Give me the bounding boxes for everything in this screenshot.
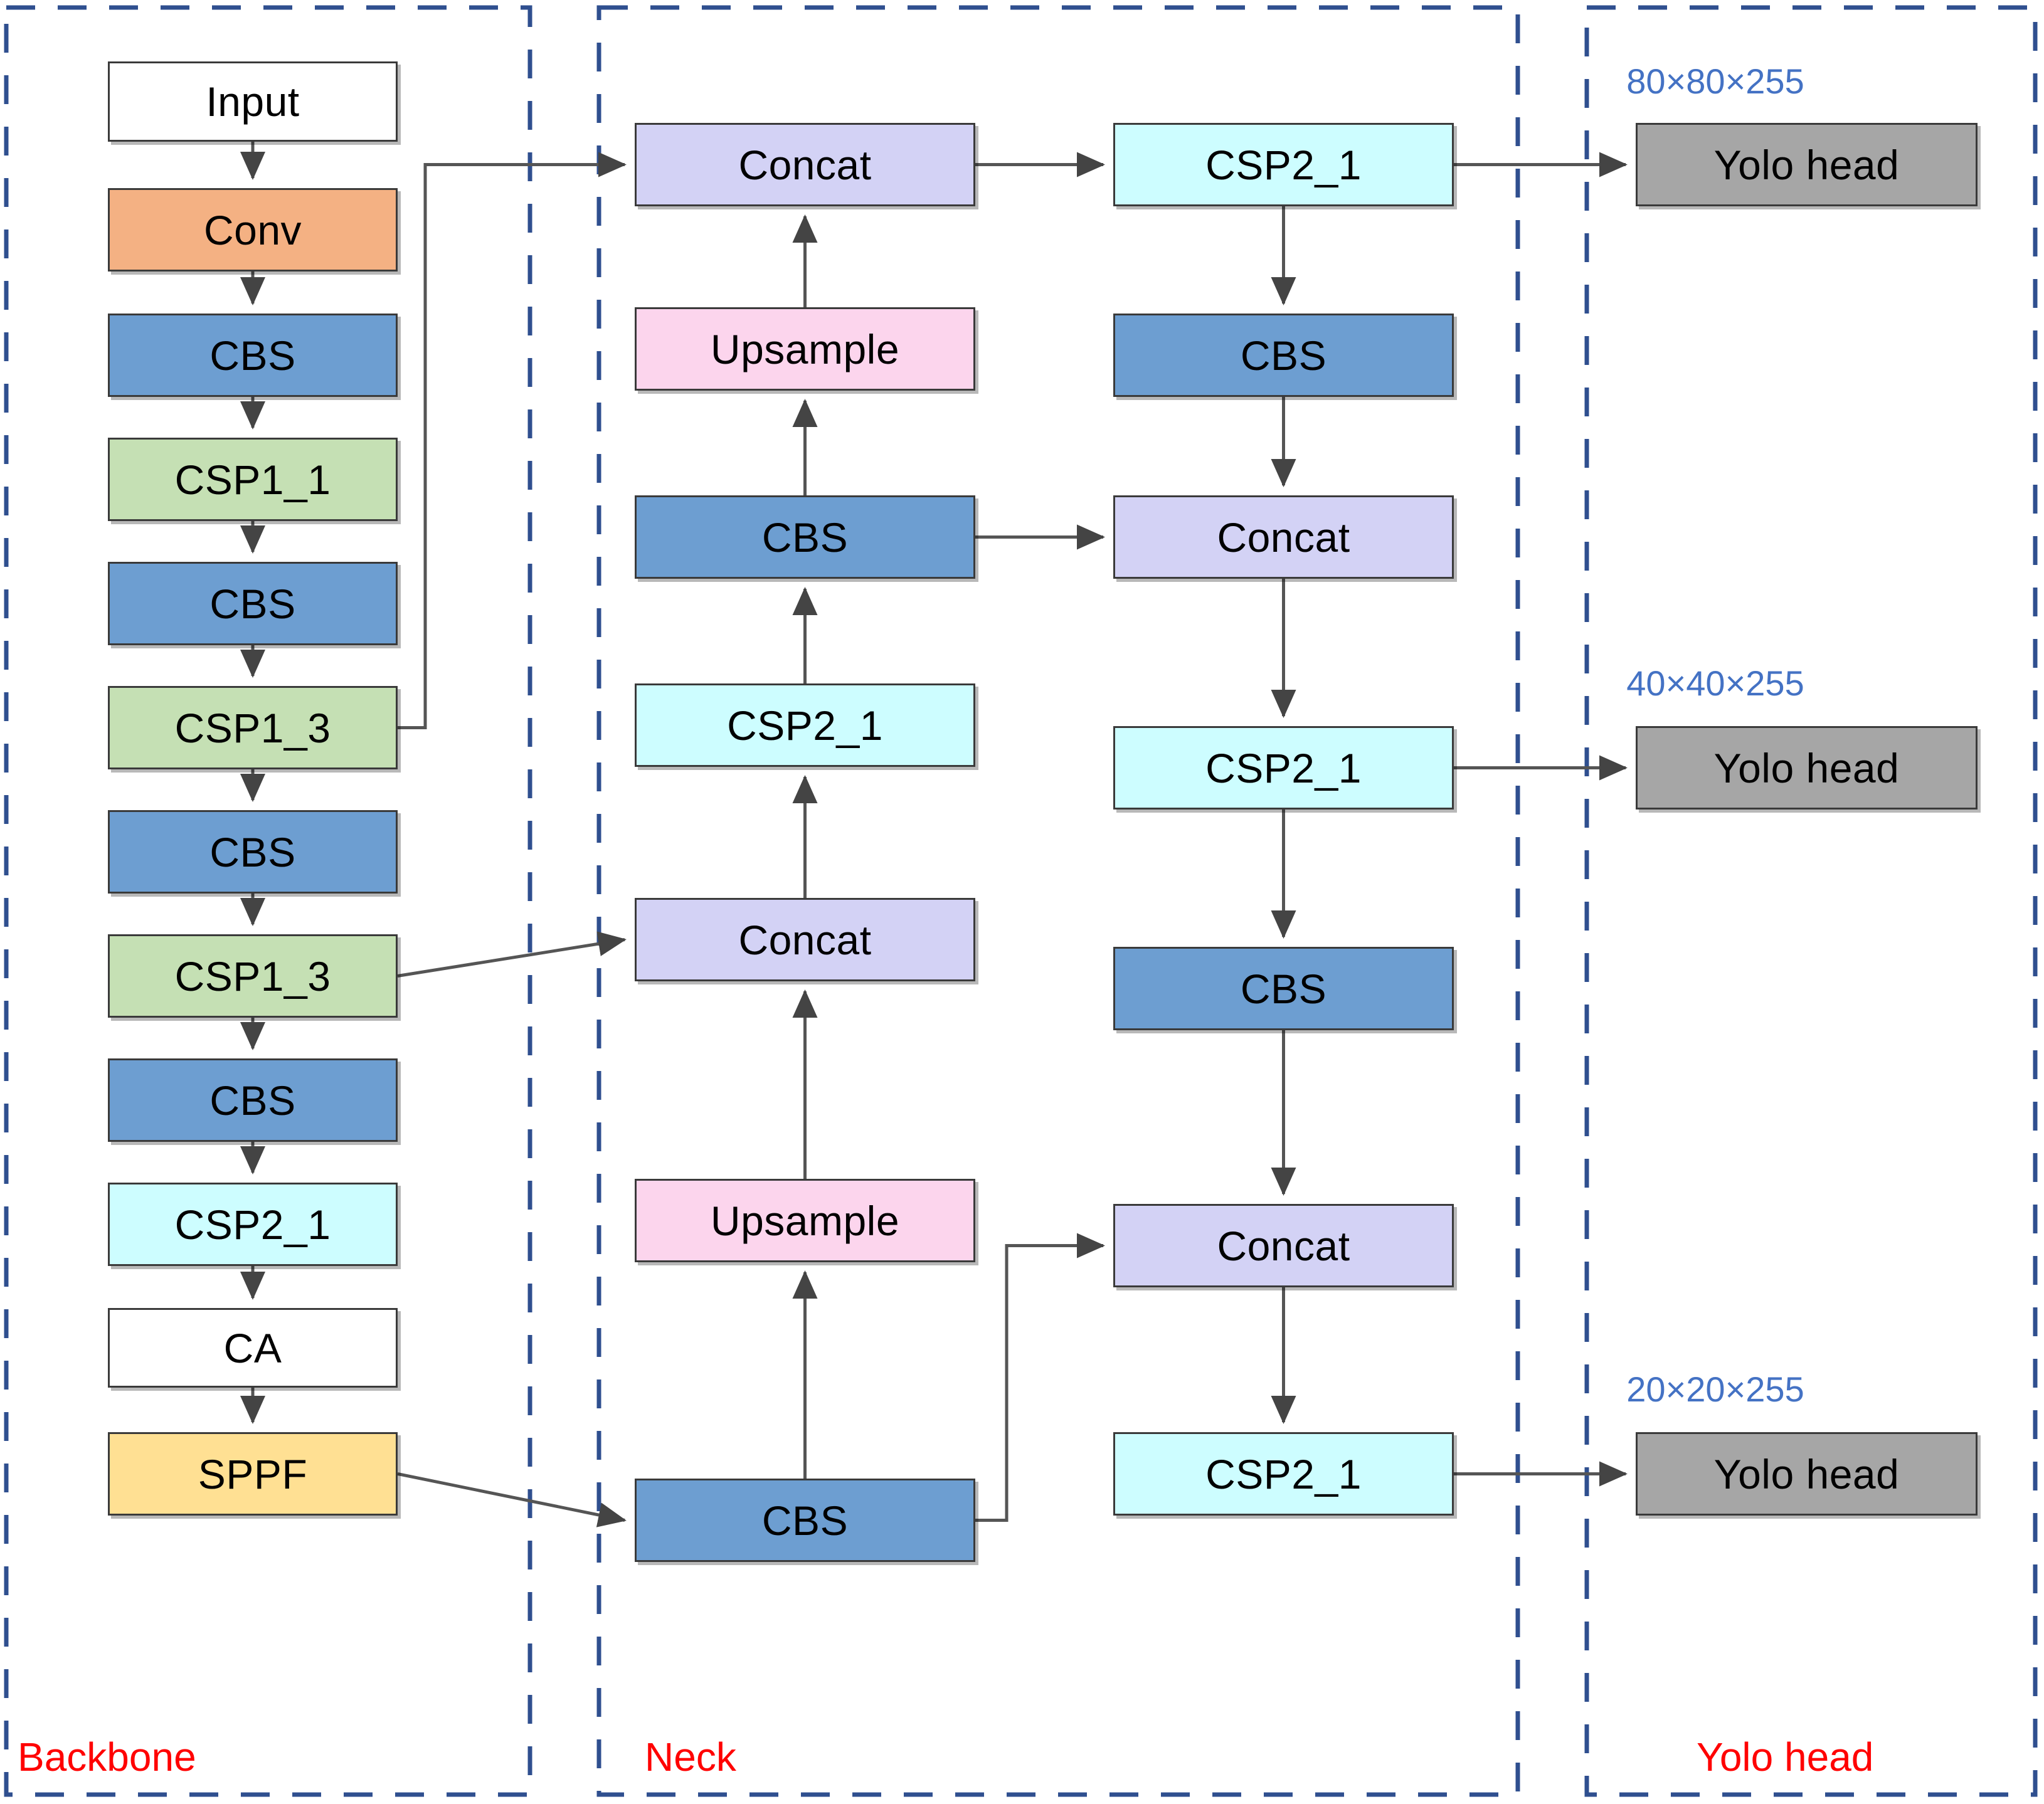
node-n_csp21b: CSP2_1 [1113,123,1454,206]
node-label: Yolo head [1713,1450,1900,1497]
node-b_cbs4: CBS [108,1058,398,1142]
node-label: Concat [1217,514,1350,561]
node-label: CSP1_3 [174,952,331,1000]
node-label: CBS [761,1497,849,1544]
node-label: CSP2_1 [174,1201,331,1248]
node-b_sppf: SPPF [108,1432,398,1516]
node-label: Concat [1217,1222,1350,1269]
group-label-backbone: Backbone [18,1734,196,1780]
node-label: CA [223,1324,282,1371]
node-b_cbs1: CBS [108,314,398,397]
node-label: Input [206,78,300,125]
node-n_cbs1: CBS [635,495,975,579]
node-label: Concat [738,916,872,963]
node-h_head2: Yolo head [1636,726,1978,810]
node-label: CSP2_1 [727,702,883,749]
group-label-neck: Neck [645,1734,736,1780]
output-dimension-label-dim2: 40×40×255 [1626,663,1804,703]
connector [397,931,627,978]
connector [397,1472,627,1527]
group-panel-neck [596,5,1520,1797]
node-h_head3: Yolo head [1636,1432,1978,1516]
node-n_csp21d: CSP2_1 [1113,1432,1454,1516]
connector [975,1233,1106,1522]
node-b_cbs2: CBS [108,562,398,645]
node-label: CBS [209,828,296,875]
group-panel-yolo_head [1584,5,2038,1797]
node-label: CBS [209,332,296,379]
node-label: Concat [738,141,872,188]
node-label: CBS [209,580,296,627]
node-n_concat4: Concat [1113,1204,1454,1287]
node-b_cbs3: CBS [108,810,398,894]
node-label: Yolo head [1713,744,1900,791]
node-label: CSP2_1 [1205,744,1362,791]
node-n_csp21: CSP2_1 [635,683,975,767]
output-dimension-label-dim1: 80×80×255 [1626,61,1804,101]
node-label: Conv [203,206,302,253]
node-label: Upsample [710,1197,900,1244]
node-label: CSP2_1 [1205,1450,1362,1497]
node-n_concat3: Concat [1113,495,1454,579]
node-label: CSP1_1 [174,456,331,503]
node-b_input: Input [108,61,398,142]
node-label: CBS [1240,332,1327,379]
group-label-yolo_head: Yolo head [1697,1734,1874,1780]
node-n_up2: Upsample [635,1179,975,1262]
node-n_cbs3: CBS [1113,314,1454,397]
node-label: CBS [761,514,849,561]
group-panel-backbone [4,5,532,1797]
node-b_ca: CA [108,1308,398,1388]
node-label: Upsample [710,325,900,372]
node-b_csp11: CSP1_1 [108,438,398,521]
output-dimension-label-dim3: 20×20×255 [1626,1369,1804,1409]
node-n_up1: Upsample [635,307,975,391]
node-label: CSP1_3 [174,704,331,751]
node-label: CBS [209,1077,296,1124]
connector [398,152,627,729]
node-h_head1: Yolo head [1636,123,1978,206]
node-b_csp21: CSP2_1 [108,1183,398,1266]
node-n_concat2: Concat [635,898,975,981]
node-label: SPPF [198,1450,308,1497]
node-b_csp13b: CSP1_3 [108,934,398,1018]
node-n_csp21c: CSP2_1 [1113,726,1454,810]
node-b_conv: Conv [108,188,398,272]
node-label: Yolo head [1713,141,1900,188]
node-n_cbs4: CBS [1113,947,1454,1030]
node-label: CSP2_1 [1205,141,1362,188]
node-b_csp13a: CSP1_3 [108,686,398,769]
node-n_cbs2: CBS [635,1479,975,1562]
node-label: CBS [1240,965,1327,1012]
node-n_concat1: Concat [635,123,975,206]
